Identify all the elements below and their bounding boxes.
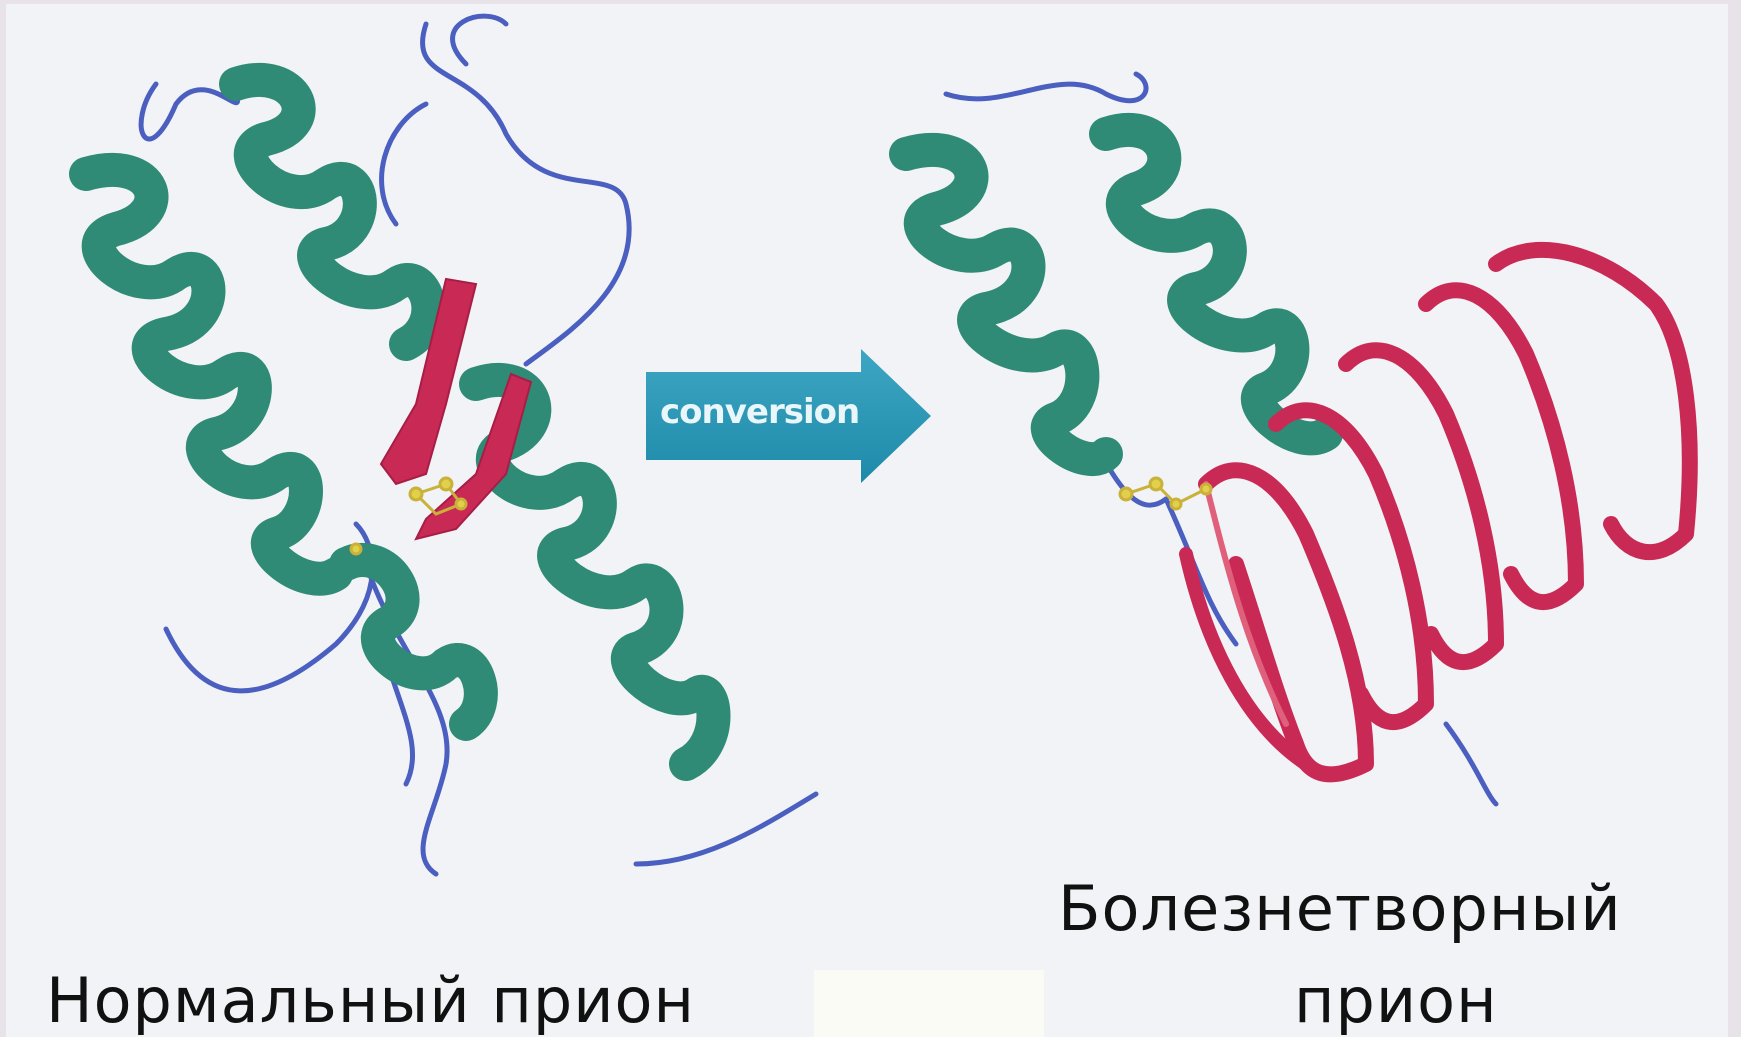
pathogenic-disulfide: [1120, 478, 1211, 509]
prion-conversion-figure: conversion Нормальный прион Болезнетворн…: [6, 4, 1728, 1037]
normal-helix-left: [86, 170, 336, 579]
pathogenic-prion-label-line2: прион: [1294, 966, 1498, 1036]
label-background-patch: [814, 970, 1044, 1037]
pathogenic-helix-left: [906, 150, 1106, 459]
conversion-arrow-label: conversion: [660, 392, 859, 432]
pathogenic-prion-structure: [906, 74, 1690, 804]
pathogenic-helix-right: [1106, 130, 1326, 438]
normal-prion-label: Нормальный прион: [46, 966, 695, 1036]
pathogenic-prion-label-line1: Болезнетворный: [1058, 874, 1622, 944]
pathogenic-loops: [946, 74, 1496, 804]
